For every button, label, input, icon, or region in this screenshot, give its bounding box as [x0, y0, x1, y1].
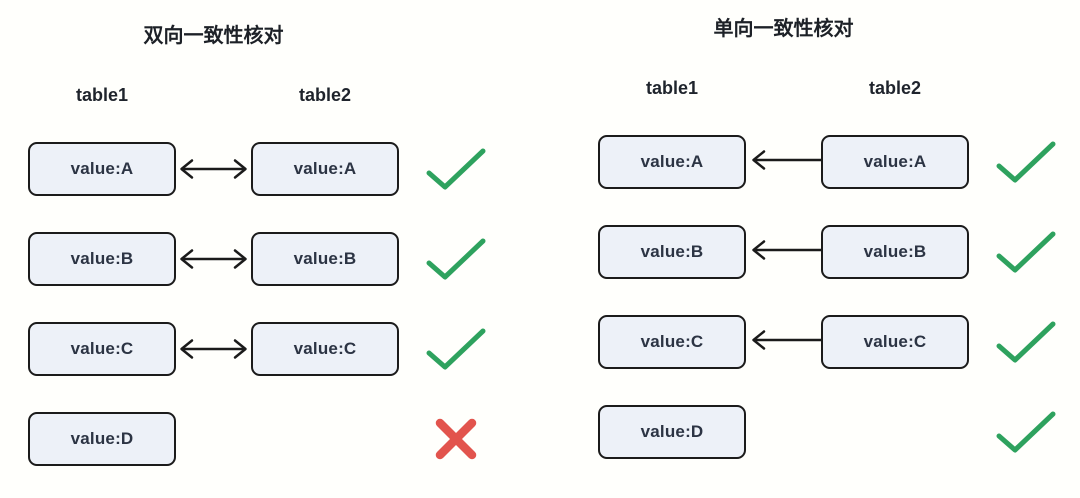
left-arrow-icon [746, 315, 821, 369]
check-icon [994, 135, 1058, 189]
row-value-b: value:B value:B [28, 232, 490, 286]
table1-value-box: value:D [598, 405, 746, 459]
left-arrow-icon [746, 225, 821, 279]
table1-value-box: value:B [28, 232, 176, 286]
table2-column-header: table2 [868, 78, 922, 98]
table2-value-box: value:B [821, 225, 969, 279]
table1-value-box: value:C [598, 315, 746, 369]
table1-value-box: value:A [28, 142, 176, 196]
table1-value-box: value:A [598, 135, 746, 189]
table1-value-box: value:B [598, 225, 746, 279]
empty-arrow-slot [176, 412, 251, 466]
row-value-c: value:C value:C [598, 315, 1060, 369]
table1-column-header: table1 [645, 78, 699, 98]
column-spacer [176, 84, 251, 106]
row-value-b: value:B value:B [598, 225, 1060, 279]
check-icon [424, 142, 488, 196]
double-headed-arrow-icon [176, 142, 251, 196]
check-icon [424, 322, 488, 376]
cross-icon [424, 412, 488, 466]
check-icon [994, 225, 1058, 279]
row-list: value:A value:A value:B [598, 135, 1060, 459]
check-icon [994, 405, 1058, 459]
panel-title: 双向一致性核对 [143, 25, 284, 47]
row-value-d: value:D [28, 412, 490, 466]
check-icon [424, 232, 488, 286]
row-value-d: value:D [598, 405, 1060, 459]
column-headers: table1 table2 [28, 84, 399, 106]
check-icon [994, 315, 1058, 369]
table2-value-box: value:B [251, 232, 399, 286]
table1-value-box: value:C [28, 322, 176, 376]
table2-value-box: value:C [251, 322, 399, 376]
table2-column-header: table2 [298, 85, 352, 105]
empty-arrow-slot [746, 405, 821, 459]
row-value-a: value:A value:A [28, 142, 490, 196]
left-arrow-icon [746, 135, 821, 189]
column-spacer [746, 77, 821, 99]
row-list: value:A value:A value:B [28, 142, 490, 466]
table1-value-box: value:D [28, 412, 176, 466]
column-headers: table1 table2 [598, 77, 969, 99]
table2-value-box: value:A [251, 142, 399, 196]
double-headed-arrow-icon [176, 232, 251, 286]
table2-value-box: value:C [821, 315, 969, 369]
bidirectional-check-panel: 双向一致性核对 table1 table2 value:A value:A [28, 20, 490, 466]
table2-value-box: value:A [821, 135, 969, 189]
row-value-c: value:C value:C [28, 322, 490, 376]
unidirectional-check-panel: 单向一致性核对 table1 table2 value:A value:A [598, 13, 1060, 459]
row-value-a: value:A value:A [598, 135, 1060, 189]
table1-column-header: table1 [75, 85, 129, 105]
panel-title: 单向一致性核对 [713, 18, 854, 40]
double-headed-arrow-icon [176, 322, 251, 376]
